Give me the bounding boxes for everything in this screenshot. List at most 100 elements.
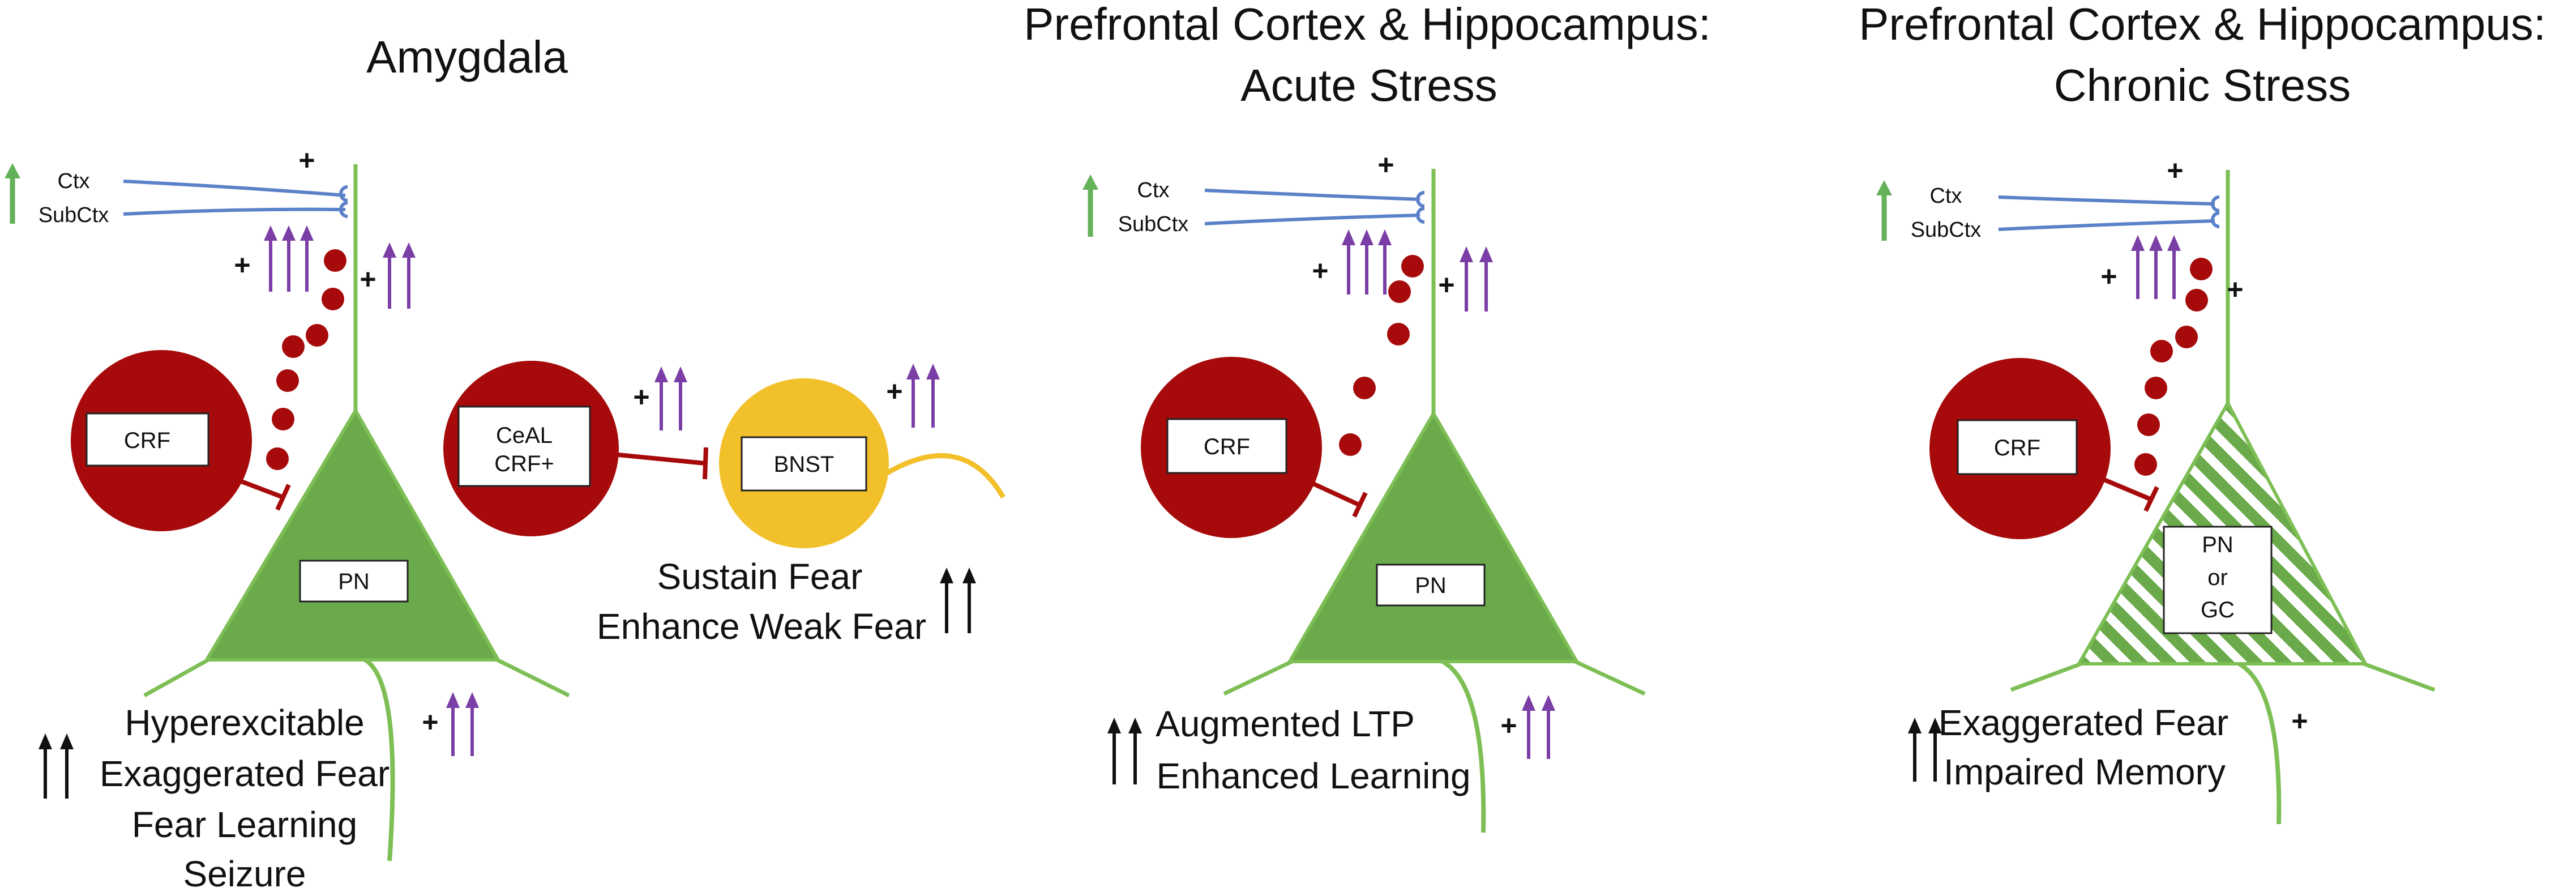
- principal-neuron-soma: [203, 407, 502, 662]
- pn-gc-label-box: [2163, 526, 2273, 634]
- plus-sign: +: [886, 376, 902, 407]
- inhibitory-connection: [2094, 473, 2153, 502]
- ceal-label-line: CRF+: [494, 451, 554, 476]
- panel-acute-stress: Prefrontal Cortex & Hippocampus: Acute S…: [1024, 0, 1711, 833]
- plus-sign: +: [298, 144, 315, 176]
- crf-label-box: [85, 412, 209, 467]
- crf-vesicle: [276, 369, 299, 392]
- double-up-arrow-icon: [1522, 695, 1555, 759]
- double-up-arrow-icon: [654, 366, 687, 430]
- plus-sign: +: [422, 706, 438, 738]
- green-up-arrow-head-icon: [1082, 174, 1098, 190]
- crf-vesicle: [272, 408, 294, 430]
- crf-vesicle: [1339, 433, 1362, 456]
- subctx-axon: [123, 207, 346, 216]
- plus-sign: +: [2227, 274, 2243, 305]
- bnst-caption-line: Sustain Fear: [657, 556, 863, 597]
- subctx-label: SubCtx: [1118, 212, 1189, 236]
- panel-amygdala: Amygdala Ctx SubCtx + + +: [5, 32, 1005, 894]
- basal-dendrite: [496, 658, 570, 698]
- crf-vesicle: [2190, 258, 2213, 280]
- effect-caption-line: Fear Learning: [132, 804, 357, 845]
- crf-vesicle: [1401, 255, 1424, 278]
- crf-label: CRF: [124, 428, 170, 453]
- inhibitory-connection: [225, 473, 284, 500]
- green-up-arrow-head-icon: [1876, 180, 1892, 195]
- plus-sign: +: [1500, 710, 1517, 741]
- crf-vesicle: [2175, 326, 2198, 348]
- effect-caption-line: Hyperexcitable: [125, 702, 364, 743]
- crf-vesicle: [2145, 377, 2167, 399]
- double-up-arrow-icon: [1460, 246, 1493, 312]
- crf-vesicle: [1353, 377, 1376, 399]
- plus-sign: +: [2100, 261, 2117, 292]
- double-up-arrow-icon: [1107, 718, 1142, 784]
- ctx-label: Ctx: [1137, 178, 1170, 202]
- plus-sign: +: [234, 249, 250, 281]
- pn-gc-label-line: or: [2207, 565, 2228, 590]
- pn-label: PN: [338, 569, 370, 594]
- inhibitory-connection: [618, 453, 705, 466]
- plus-sign: +: [633, 381, 649, 413]
- inhibitory-bar-icon: [275, 484, 291, 511]
- ctx-label: Ctx: [58, 169, 90, 193]
- panel-title-line: Acute Stress: [1240, 60, 1497, 110]
- inhibitory-bar-icon: [2143, 486, 2159, 512]
- crf-label: CRF: [1994, 436, 2040, 460]
- plus-sign: +: [360, 263, 376, 295]
- ceal-label-line: CeAL: [496, 423, 553, 448]
- crf-vesicle: [322, 288, 344, 310]
- crf-label: CRF: [1204, 434, 1250, 459]
- crf-vesicle: [2150, 340, 2173, 362]
- basal-dendrite: [143, 658, 209, 698]
- pn-label: PN: [1415, 573, 1447, 598]
- crf-vesicle: [1388, 280, 1411, 303]
- synapse-terminal-icon: [339, 185, 348, 202]
- panel-title: Amygdala: [366, 32, 568, 82]
- synapse-terminal-icon: [339, 201, 348, 218]
- effect-caption-line: Augmented LTP: [1156, 703, 1415, 744]
- bnst-label-box: [741, 436, 867, 492]
- ctx-axon: [1998, 195, 2215, 206]
- crf-label-box: [1166, 418, 1287, 474]
- effect-caption-line: Seizure: [183, 854, 306, 894]
- bnst-label: BNST: [774, 452, 835, 477]
- double-up-arrow-icon: [383, 242, 416, 309]
- crf-vesicle: [2137, 413, 2160, 436]
- effect-caption-line: Impaired Memory: [1944, 752, 2226, 792]
- inhibitory-connection: [1301, 476, 1361, 507]
- panel-title-line: Prefrontal Cortex & Hippocampus:: [1859, 0, 2546, 49]
- green-up-arrow-head-icon: [5, 163, 20, 178]
- crf-vesicle: [266, 447, 289, 470]
- plus-sign: +: [1377, 149, 1394, 181]
- crf-vesicle: [2134, 453, 2157, 476]
- ctx-axon: [123, 180, 346, 197]
- double-up-arrow-icon: [906, 364, 940, 428]
- plus-sign: +: [2291, 705, 2308, 737]
- ctx-axon: [1204, 189, 1420, 201]
- inhibitory-bar-icon: [1352, 492, 1368, 518]
- double-up-arrow-icon: [1908, 718, 1942, 782]
- bnst-process: [883, 453, 1005, 499]
- basal-dendrite: [2363, 662, 2436, 692]
- synapse-terminal-icon: [2211, 211, 2220, 228]
- crf-vesicle: [1387, 323, 1410, 345]
- effect-caption-line: Exaggerated Fear: [100, 753, 390, 794]
- inhibitory-bar-icon: [703, 447, 708, 480]
- double-up-arrow-icon: [38, 733, 74, 799]
- crf-vesicle: [282, 335, 305, 358]
- crf-vesicle: [306, 324, 328, 347]
- principal-neuron-soma: [1286, 410, 1580, 663]
- subctx-axon: [1204, 214, 1420, 225]
- effect-caption-line: Enhanced Learning: [1156, 756, 1470, 796]
- triple-up-arrow-icon: [1342, 229, 1392, 295]
- axon: [1441, 659, 1486, 833]
- plus-sign: +: [1438, 269, 1454, 301]
- basal-dendrite: [1223, 659, 1293, 696]
- basal-dendrite: [1574, 659, 1646, 696]
- pn-label-box: [299, 560, 409, 603]
- triple-up-arrow-icon: [2131, 235, 2181, 299]
- synapse-terminal-icon: [2211, 195, 2220, 212]
- subctx-label: SubCtx: [1911, 218, 1982, 242]
